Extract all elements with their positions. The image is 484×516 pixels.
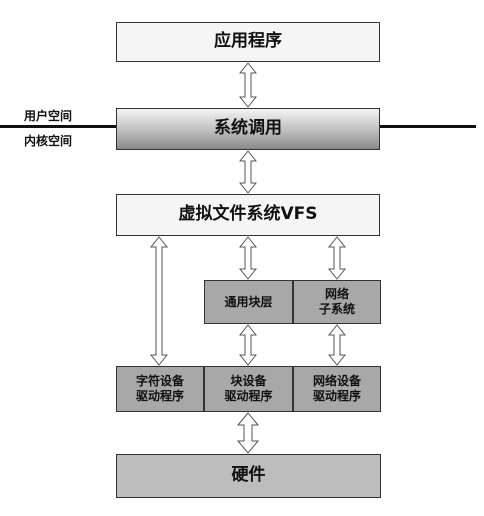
arrow-network-subsystem-net-driver <box>327 324 347 366</box>
vfs-box: 虚拟文件系统VFS <box>116 194 380 236</box>
char-device-driver-label-2: 驱动程序 <box>135 389 184 403</box>
syscall-label: 系统调用 <box>214 118 282 139</box>
arrow-app-syscall <box>238 62 258 108</box>
hardware-label: 硬件 <box>231 465 266 486</box>
network-device-driver-label-1: 网络设备 <box>312 374 361 388</box>
arrow-generic-block-block-driver <box>238 324 258 366</box>
application-box: 应用程序 <box>116 22 380 62</box>
char-device-driver-label-1: 字符设备 <box>135 374 184 388</box>
hardware-box: 硬件 <box>116 454 381 498</box>
user-space-label: 用户空间 <box>24 109 73 123</box>
block-device-driver-label-1: 块设备 <box>230 374 267 388</box>
generic-block-layer-box: 通用块层 <box>204 280 293 324</box>
arrow-vfs-generic-block <box>238 236 258 280</box>
network-device-driver-box: 网络设备 驱动程序 <box>293 366 381 412</box>
network-subsystem-label-1: 网络 <box>324 287 349 301</box>
arrow-vfs-network-subsystem <box>327 236 347 280</box>
network-subsystem-label-2: 子系统 <box>318 302 355 316</box>
arrow-syscall-vfs <box>238 150 258 194</box>
application-label: 应用程序 <box>214 31 282 52</box>
network-device-driver-label-2: 驱动程序 <box>312 389 361 403</box>
syscall-box: 系统调用 <box>116 108 380 150</box>
arrow-vfs-char-driver <box>149 236 169 366</box>
block-device-driver-box: 块设备 驱动程序 <box>204 366 293 412</box>
vfs-label: 虚拟文件系统VFS <box>178 204 318 225</box>
char-device-driver-box: 字符设备 驱动程序 <box>116 366 204 412</box>
generic-block-layer-label: 通用块层 <box>224 294 273 309</box>
network-subsystem-box: 网络 子系统 <box>293 280 381 324</box>
arrow-block-driver-hardware <box>236 412 260 454</box>
block-device-driver-label-2: 驱动程序 <box>224 389 273 403</box>
kernel-space-label: 内核空间 <box>24 134 73 148</box>
